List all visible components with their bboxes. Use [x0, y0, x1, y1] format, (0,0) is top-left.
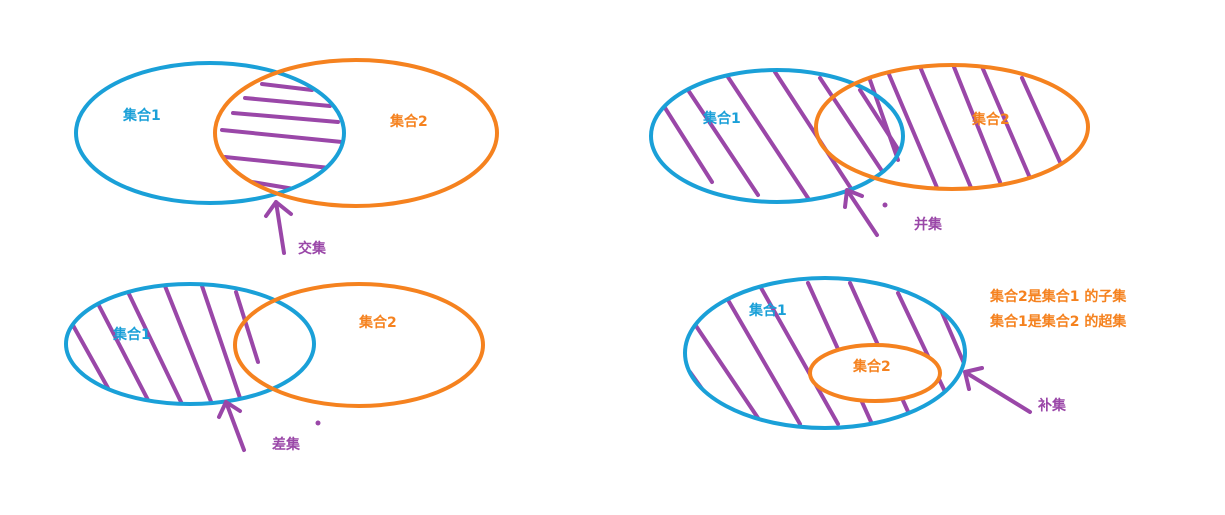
intersection-caption: 交集 [298, 240, 327, 257]
set2-label: 集合2 [389, 113, 428, 130]
union-arrow [843, 188, 879, 237]
superset-note: 集合1是集合2 的超集 [989, 313, 1127, 330]
set1-label: 集合1 [122, 107, 161, 124]
difference-hatching [68, 284, 260, 404]
complement-caption: 补集 [1037, 397, 1067, 414]
set2-circle [814, 63, 1090, 191]
difference-panel: 集合1 集合2 差集 [64, 282, 485, 453]
union-panel: 集合1 集合2 并集 [649, 63, 1090, 237]
set1-circle [64, 282, 316, 406]
set1-label: 集合1 [702, 110, 741, 127]
complement-arrow [963, 366, 1032, 414]
difference-dot [315, 420, 321, 426]
set2-label: 集合2 [852, 358, 891, 375]
subset-note: 集合2是集合1 的子集 [989, 288, 1127, 305]
set1-circle [683, 276, 967, 430]
set2-fill [810, 345, 940, 401]
set2-label: 集合2 [971, 111, 1010, 128]
set1-label: 集合1 [748, 302, 787, 319]
union-hatching-set2 [868, 65, 1062, 189]
union-caption: 并集 [914, 216, 943, 233]
set1-circle [649, 68, 905, 204]
set1-circle [74, 61, 346, 205]
complement-panel: 集合1 集合2 补集 集合2是集合1 的子集 集合1是集合2 的超集 [683, 276, 1127, 430]
set2-label: 集合2 [358, 314, 397, 331]
set2-circle [808, 343, 942, 403]
set2-circle [233, 282, 485, 408]
intersection-arrow [264, 200, 293, 255]
difference-caption: 差集 [272, 436, 301, 453]
intersection-panel: 集合1 集合2 交集 [74, 58, 499, 257]
union-hatching-set1 [658, 70, 903, 200]
intersection-hatching [220, 82, 344, 192]
union-dot [882, 202, 888, 208]
difference-arrow [217, 400, 246, 452]
set1-label: 集合1 [112, 326, 151, 343]
set2-circle [213, 58, 499, 208]
